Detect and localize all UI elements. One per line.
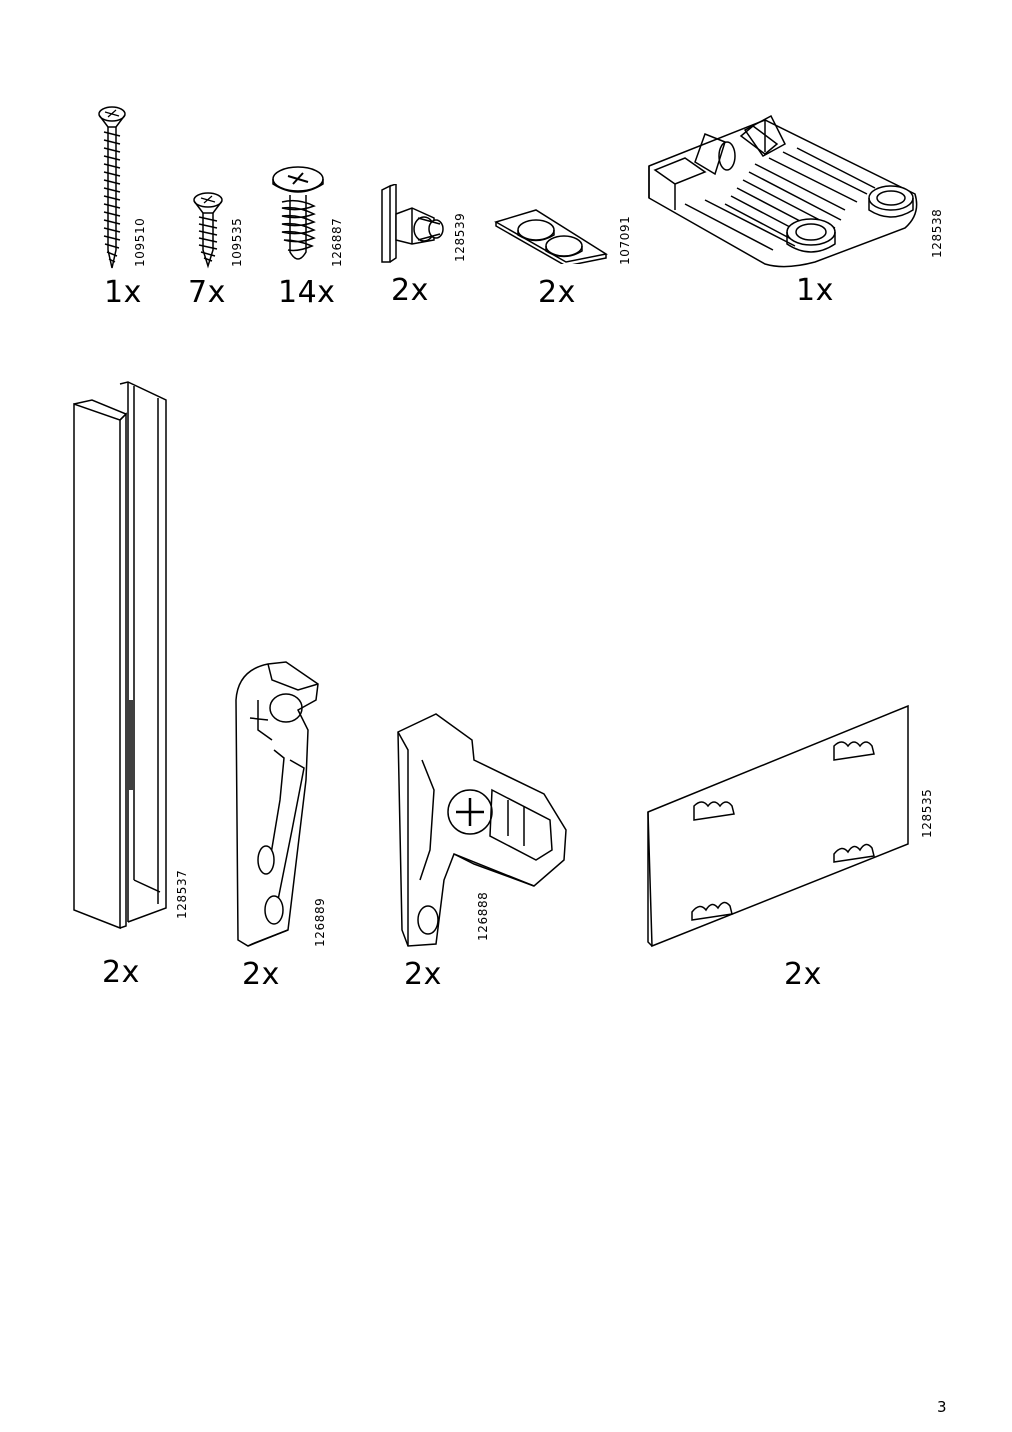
part-quantity: 2x: [784, 957, 822, 992]
euro-screw-icon: [268, 162, 328, 270]
part-quantity: 2x: [242, 957, 280, 992]
clip-plate-icon: [644, 702, 914, 952]
part-quantity: 2x: [102, 955, 140, 990]
part-quantity: 14x: [278, 275, 336, 310]
part-number: 109535: [230, 217, 244, 267]
cam-bracket-icon: [394, 710, 572, 950]
part-number: 109510: [133, 217, 147, 267]
long-screw-icon: [90, 100, 134, 275]
bracket-pin-icon: [378, 184, 448, 268]
part-number: 128537: [175, 869, 189, 919]
part-quantity: 2x: [391, 273, 429, 308]
bumper-pads-icon: [494, 208, 610, 264]
part-quantity: 2x: [538, 275, 576, 310]
part-quantity: 1x: [104, 275, 142, 310]
part-number: 126887: [330, 217, 344, 267]
rail-channel-icon: [70, 380, 170, 930]
part-number: 128535: [920, 788, 934, 838]
tray-icon: [645, 114, 921, 270]
part-quantity: 2x: [404, 957, 442, 992]
part-number: 128538: [930, 208, 944, 258]
part-number: 126889: [313, 897, 327, 947]
part-number: 107091: [618, 215, 632, 265]
page-number: 3: [937, 1398, 947, 1416]
part-number: 126888: [476, 891, 490, 941]
part-quantity: 1x: [796, 273, 834, 308]
part-number: 128539: [453, 212, 467, 262]
clip-bracket-icon: [228, 660, 328, 950]
short-screw-icon: [186, 188, 230, 270]
part-quantity: 7x: [188, 275, 226, 310]
